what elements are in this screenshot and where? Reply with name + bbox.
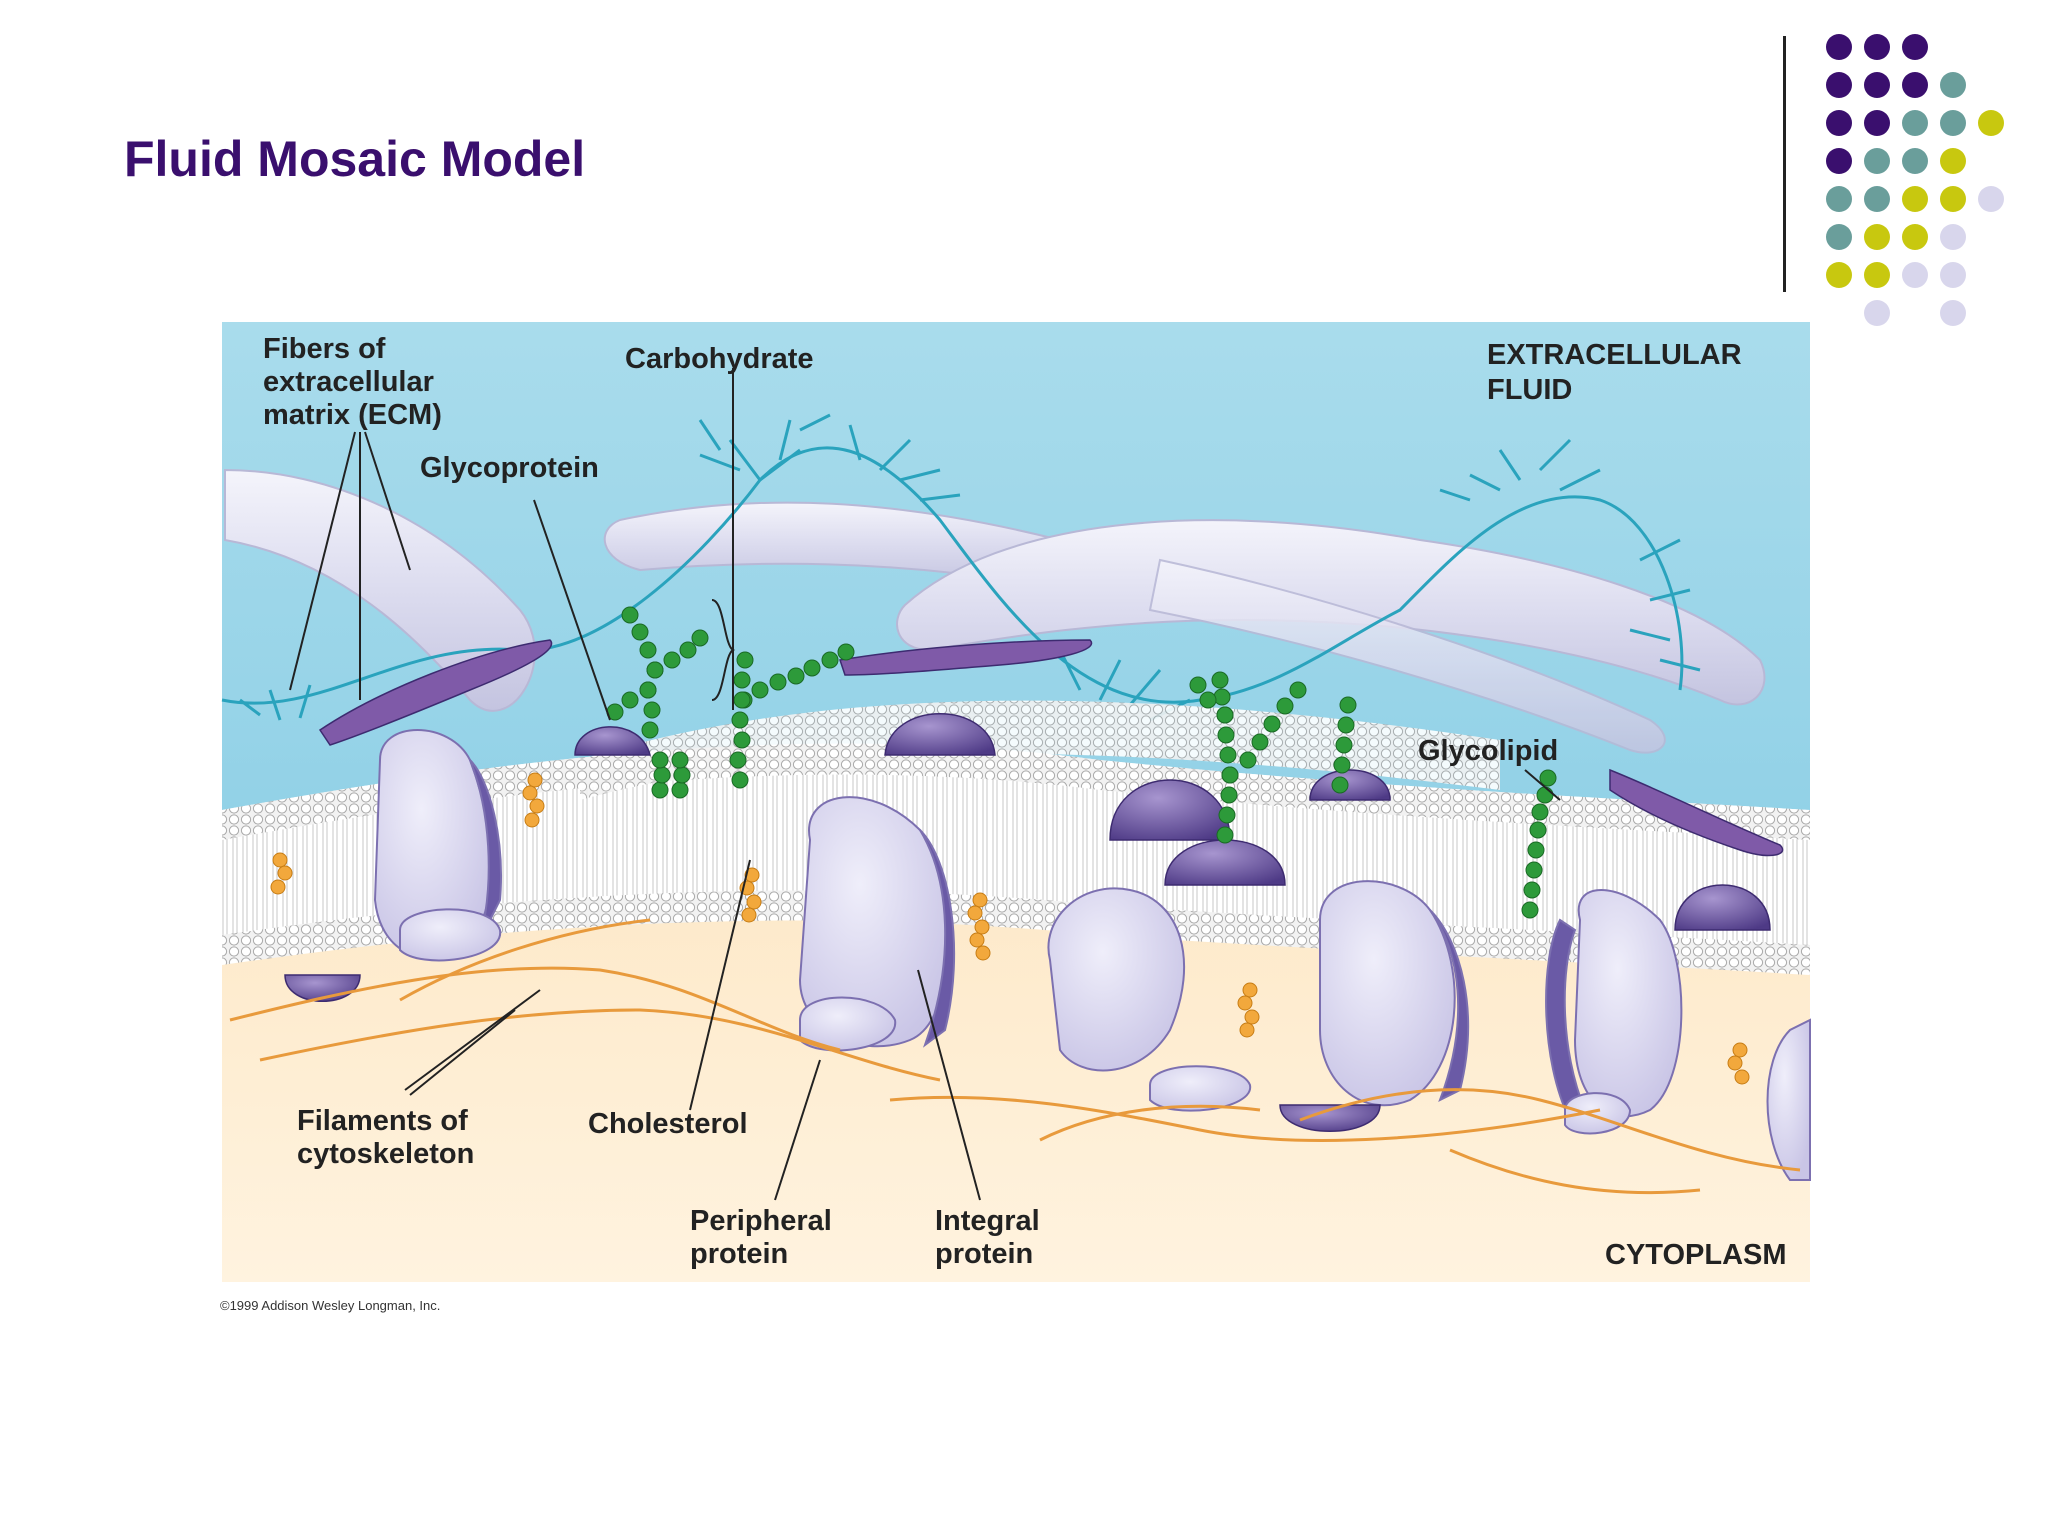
carbohydrate-bead <box>671 781 689 799</box>
carbohydrate-bead <box>671 751 689 769</box>
carbohydrate-bead <box>1527 841 1545 859</box>
carbohydrate-bead <box>621 606 639 624</box>
label-filaments-line2: cytoskeleton <box>297 1138 474 1170</box>
carbohydrate-bead <box>621 691 639 709</box>
carbohydrate-bead <box>733 691 751 709</box>
label-ecm-line1: Fibers of <box>263 333 386 365</box>
label-peripheral-line1: Peripheral <box>690 1205 832 1237</box>
green-carbohydrate-chains <box>606 606 1557 919</box>
carbohydrate-bead <box>1333 756 1351 774</box>
carbohydrate-bead <box>751 681 769 699</box>
carbohydrate-bead <box>787 667 805 685</box>
label-ecm-line2: extracellular <box>263 366 434 398</box>
carbohydrate-bead <box>1219 746 1237 764</box>
label-integral-line2: protein <box>935 1238 1033 1270</box>
label-glycoprotein: Glycoprotein <box>420 452 599 484</box>
carbohydrate-bead <box>1221 766 1239 784</box>
label-glycolipid: Glycolipid <box>1418 735 1558 767</box>
carbohydrate-bead <box>1217 726 1235 744</box>
label-integral-line1: Integral <box>935 1205 1040 1237</box>
label-peripheral-line2: protein <box>690 1238 788 1270</box>
carbohydrate-bead <box>1529 821 1547 839</box>
carbohydrate-bead <box>651 781 669 799</box>
carbohydrate-bead <box>1213 688 1231 706</box>
carbohydrate-bead <box>639 641 657 659</box>
label-leader-lines <box>289 368 1561 1201</box>
title-divider <box>1783 36 1786 292</box>
label-cholesterol: Cholesterol <box>588 1108 748 1140</box>
carbohydrate-bead <box>673 766 691 784</box>
carbohydrate-bead <box>653 766 671 784</box>
carbohydrate-bead <box>1216 826 1234 844</box>
carbohydrate-bead <box>663 651 681 669</box>
cytoskeleton-filaments <box>229 918 1801 1195</box>
label-ecm-line3: matrix (ECM) <box>263 399 442 431</box>
label-extracellular-line1: EXTRACELLULAR <box>1487 339 1742 371</box>
cholesterol-molecules <box>270 772 1750 1085</box>
carbohydrate-bead <box>1536 786 1554 804</box>
carbohydrate-bead <box>639 681 657 699</box>
carbohydrate-bead <box>837 643 855 661</box>
carbohydrate-bead <box>1331 776 1349 794</box>
carbohydrate-bead <box>651 751 669 769</box>
carbohydrate-bead <box>646 661 664 679</box>
label-filaments-line1: Filaments of <box>297 1105 468 1137</box>
integral-proteins <box>373 729 1811 1181</box>
carbohydrate-bead <box>643 701 661 719</box>
carbohydrate-bead <box>631 623 649 641</box>
carbohydrate-bead <box>1220 786 1238 804</box>
carbohydrate-bead <box>1211 671 1229 689</box>
carbohydrate-bead <box>1337 716 1355 734</box>
label-cytoplasm: CYTOPLASM <box>1605 1239 1787 1271</box>
carbohydrate-bead <box>1521 901 1539 919</box>
carbohydrate-bead <box>641 721 659 739</box>
carbohydrate-bead <box>1218 806 1236 824</box>
carbohydrate-bead <box>1523 881 1541 899</box>
carbohydrate-bead <box>803 659 821 677</box>
carbohydrate-bead <box>679 641 697 659</box>
carbohydrate-bead <box>1189 676 1207 694</box>
carbohydrate-bead <box>1263 715 1281 733</box>
carbohydrate-bead <box>729 751 747 769</box>
carbohydrate-bead <box>1539 769 1557 787</box>
carbohydrate-bead <box>1239 751 1257 769</box>
peripheral-protein-light <box>399 908 1632 1135</box>
carbohydrate-bead <box>1216 706 1234 724</box>
carbohydrate-bead <box>1251 733 1269 751</box>
carbohydrate-bead <box>1289 681 1307 699</box>
glycoprotein-rods <box>318 639 1784 857</box>
label-extracellular-line2: FLUID <box>1487 374 1572 406</box>
carbohydrate-bead <box>1276 697 1294 715</box>
carbohydrate-bead <box>691 629 709 647</box>
copyright-credit: ©1999 Addison Wesley Longman, Inc. <box>220 1298 441 1313</box>
carbohydrate-bead <box>733 671 751 689</box>
slide-title: Fluid Mosaic Model <box>124 131 586 187</box>
carbohydrate-bead <box>736 651 754 669</box>
carbohydrate-bead <box>1525 861 1543 879</box>
carbohydrate-bead <box>731 711 749 729</box>
carbohydrate-bead <box>1199 691 1217 709</box>
carbohydrate-bead <box>1335 736 1353 754</box>
carbohydrate-bead <box>731 771 749 789</box>
peripheral-proteins <box>284 713 1771 1132</box>
carbohydrate-bead <box>1531 803 1549 821</box>
carbohydrate-bead <box>769 673 787 691</box>
carbohydrate-bead <box>733 731 751 749</box>
ecm-fibers <box>224 468 1766 754</box>
carbohydrate-bead <box>1339 696 1357 714</box>
carbohydrate-bead <box>821 651 839 669</box>
label-carbohydrate: Carbohydrate <box>625 343 814 375</box>
